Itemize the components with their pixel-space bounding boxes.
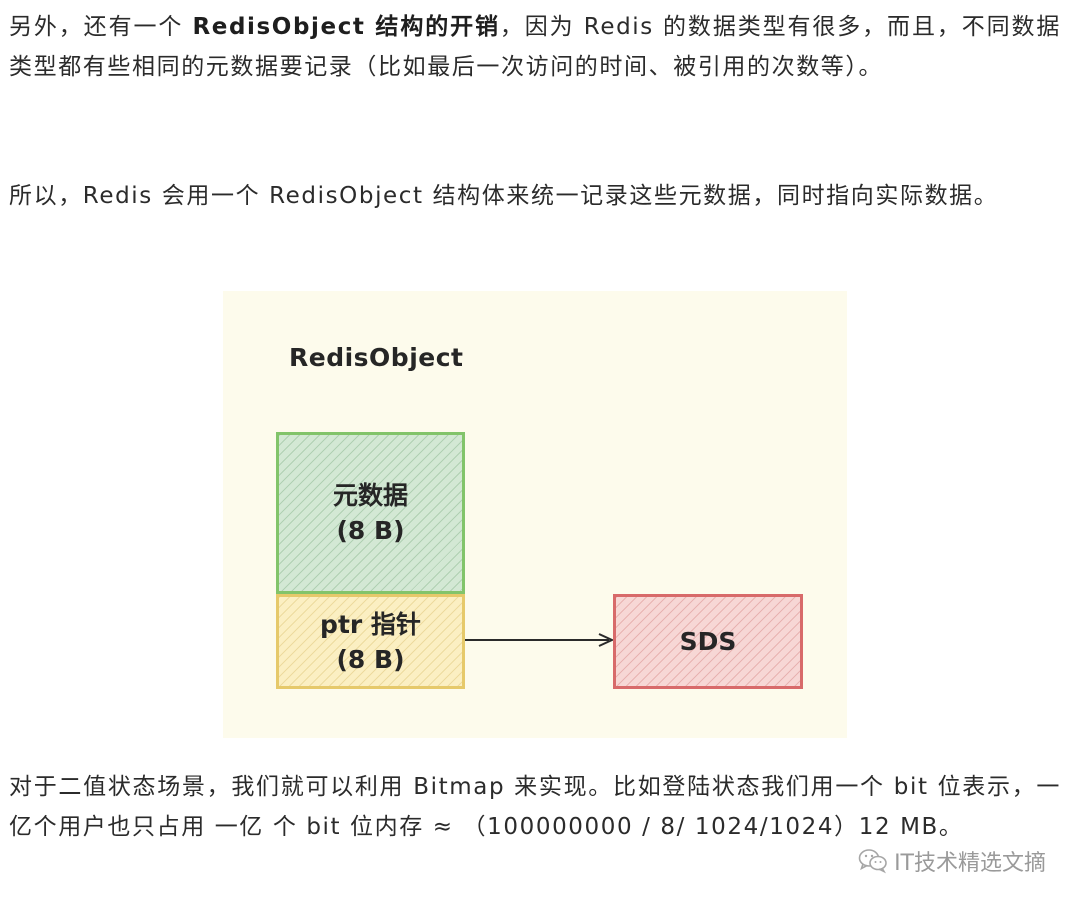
sds-label: SDS <box>679 627 737 656</box>
paragraph-text: ，因为 Redis 的数据类型有很多，而且，不同数据类型都有些相同的元数据要记录… <box>9 14 1062 80</box>
metadata-box: 元数据 (8 B) <box>276 432 465 594</box>
watermark-text: IT技术精选文摘 <box>894 851 1046 876</box>
pointer-arrow <box>465 633 615 647</box>
diagram-title: RedisObject <box>289 343 464 372</box>
paragraph-text: 另外，还有一个 <box>9 14 193 40</box>
bold-emphasis: RedisObject 结构的开销 <box>192 14 500 40</box>
paragraph-redisobject-overhead: 另外，还有一个 RedisObject 结构的开销，因为 Redis 的数据类型… <box>9 7 1061 87</box>
watermark: IT技术精选文摘 <box>858 845 1046 877</box>
ptr-size: (8 B) <box>336 644 405 674</box>
wechat-icon <box>858 849 887 874</box>
sds-box: SDS <box>613 594 803 689</box>
ptr-box: ptr 指针 (8 B) <box>276 594 465 689</box>
metadata-label: 元数据 <box>332 481 408 510</box>
paragraph-redisobject-purpose: 所以，Redis 会用一个 RedisObject 结构体来统一记录这些元数据，… <box>9 183 999 209</box>
ptr-label: ptr 指针 <box>320 609 421 639</box>
metadata-size: (8 B) <box>336 516 405 545</box>
paragraph-bitmap: 对于二值状态场景，我们就可以利用 Bitmap 来实现。比如登陆状态我们用一个 … <box>9 774 1061 840</box>
